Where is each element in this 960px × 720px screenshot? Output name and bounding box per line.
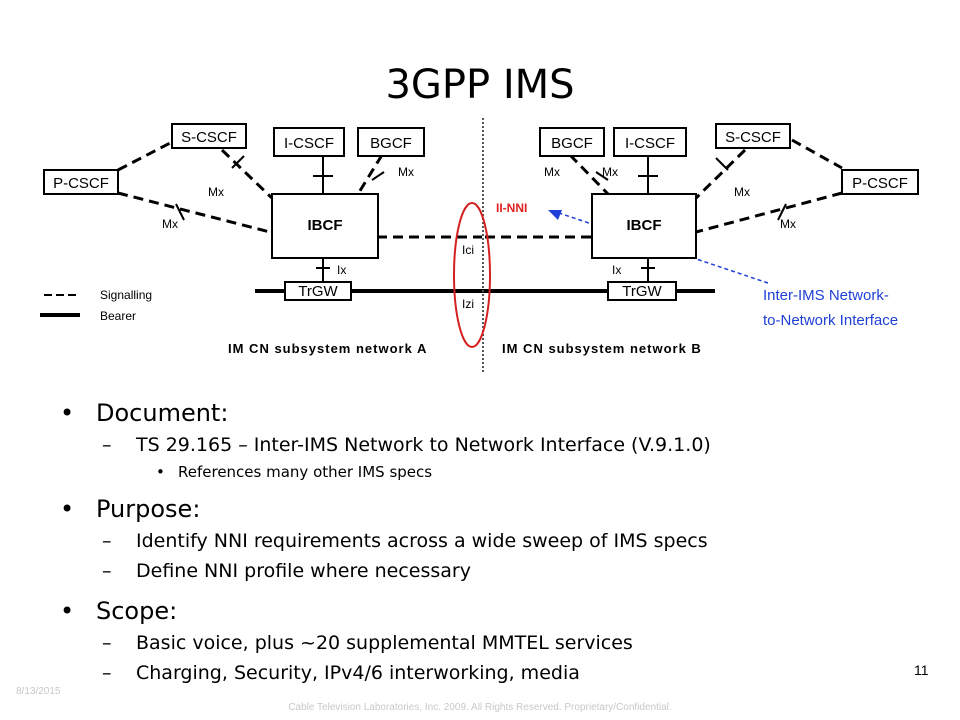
svg-text:TrGW: TrGW — [622, 283, 662, 300]
svg-text:I-CSCF: I-CSCF — [284, 135, 334, 152]
node-trgw-b: TrGW — [607, 281, 677, 301]
ix-label-a: Ix — [337, 263, 346, 277]
node-bgcf-b: BGCF — [539, 127, 605, 157]
izi-label: Izi — [462, 297, 474, 311]
bullet-document-references: References many other IMS specs — [60, 462, 920, 482]
ici-label: Ici — [462, 243, 474, 257]
callout-text-line1: Inter-IMS Network- — [763, 287, 889, 304]
footer-copyright: Cable Television Laboratories, Inc. 2009… — [288, 702, 672, 713]
ix-label-b: Ix — [612, 263, 621, 277]
signalling-links-a — [117, 140, 482, 239]
legend-bearer-label: Bearer — [100, 309, 136, 323]
slide-title: 3GPP IMS — [385, 62, 575, 108]
ii-nni-label: II-NNI — [496, 201, 527, 215]
bullet-scope-voice: Basic voice, plus ~20 supplemental MMTEL… — [60, 630, 920, 656]
network-b-label: IM CN subsystem network B — [502, 341, 702, 356]
mx-label-4: Mx — [544, 165, 560, 179]
signalling-links-b — [485, 138, 843, 239]
bullet-document-spec: TS 29.165 – Inter-IMS Network to Network… — [60, 432, 920, 458]
svg-text:BGCF: BGCF — [370, 135, 412, 152]
bullet-document: Document: — [60, 398, 920, 428]
footer-date: 8/13/2015 — [16, 686, 61, 697]
mx-label-3: Mx — [398, 165, 414, 179]
icscf-ibcf-links — [313, 155, 658, 194]
svg-text:IBCF: IBCF — [308, 217, 343, 234]
bullet-purpose: Purpose: — [60, 494, 920, 524]
callout-arrow-line — [555, 211, 769, 284]
svg-text:BGCF: BGCF — [551, 135, 593, 152]
network-a-label: IM CN subsystem network A — [228, 341, 427, 356]
callout-arrowhead — [548, 210, 562, 220]
mx-label-5: Mx — [602, 165, 618, 179]
svg-text:S-CSCF: S-CSCF — [725, 129, 781, 146]
mx-label-2: Mx — [162, 217, 178, 231]
node-p-cscf-a: P-CSCF — [43, 169, 119, 195]
legend-signalling-label: Signalling — [100, 288, 152, 302]
bullet-purpose-identify: Identify NNI requirements across a wide … — [60, 528, 920, 554]
mx-label-1: Mx — [208, 185, 224, 199]
node-i-cscf-b: I-CSCF — [613, 127, 687, 157]
page-number: 11 — [914, 662, 929, 678]
svg-text:IBCF: IBCF — [627, 217, 662, 234]
svg-text:P-CSCF: P-CSCF — [852, 175, 908, 192]
node-trgw-a: TrGW — [284, 281, 352, 301]
mx-tick-marks — [175, 155, 787, 221]
svg-text:I-CSCF: I-CSCF — [625, 135, 675, 152]
bullet-purpose-define: Define NNI profile where necessary — [60, 558, 920, 584]
mx-label-6: Mx — [734, 185, 750, 199]
legend: Signalling Bearer — [40, 288, 152, 323]
svg-text:P-CSCF: P-CSCF — [53, 175, 109, 192]
node-i-cscf-a: I-CSCF — [273, 127, 345, 157]
bullet-scope: Scope: — [60, 596, 920, 626]
node-p-cscf-b: P-CSCF — [841, 169, 919, 195]
ix-links — [316, 258, 655, 282]
node-ibcf-a: IBCF — [271, 193, 379, 259]
node-bgcf-a: BGCF — [357, 127, 425, 157]
node-ibcf-b: IBCF — [591, 193, 697, 259]
node-s-cscf-b: S-CSCF — [715, 123, 791, 149]
svg-text:S-CSCF: S-CSCF — [181, 129, 237, 146]
bullet-scope-charging: Charging, Security, IPv4/6 interworking,… — [60, 660, 920, 686]
bullet-list: Document: TS 29.165 – Inter-IMS Network … — [60, 396, 920, 686]
svg-text:TrGW: TrGW — [298, 283, 338, 300]
nni-highlight-ellipse — [453, 202, 491, 348]
ims-architecture-diagram: P-CSCF S-CSCF I-CSCF BGCF IBCF TrGW BGCF… — [40, 118, 919, 372]
callout-text-line2: to-Network Interface — [763, 312, 898, 329]
mx-label-7: Mx — [780, 217, 796, 231]
node-s-cscf-a: S-CSCF — [171, 123, 247, 149]
